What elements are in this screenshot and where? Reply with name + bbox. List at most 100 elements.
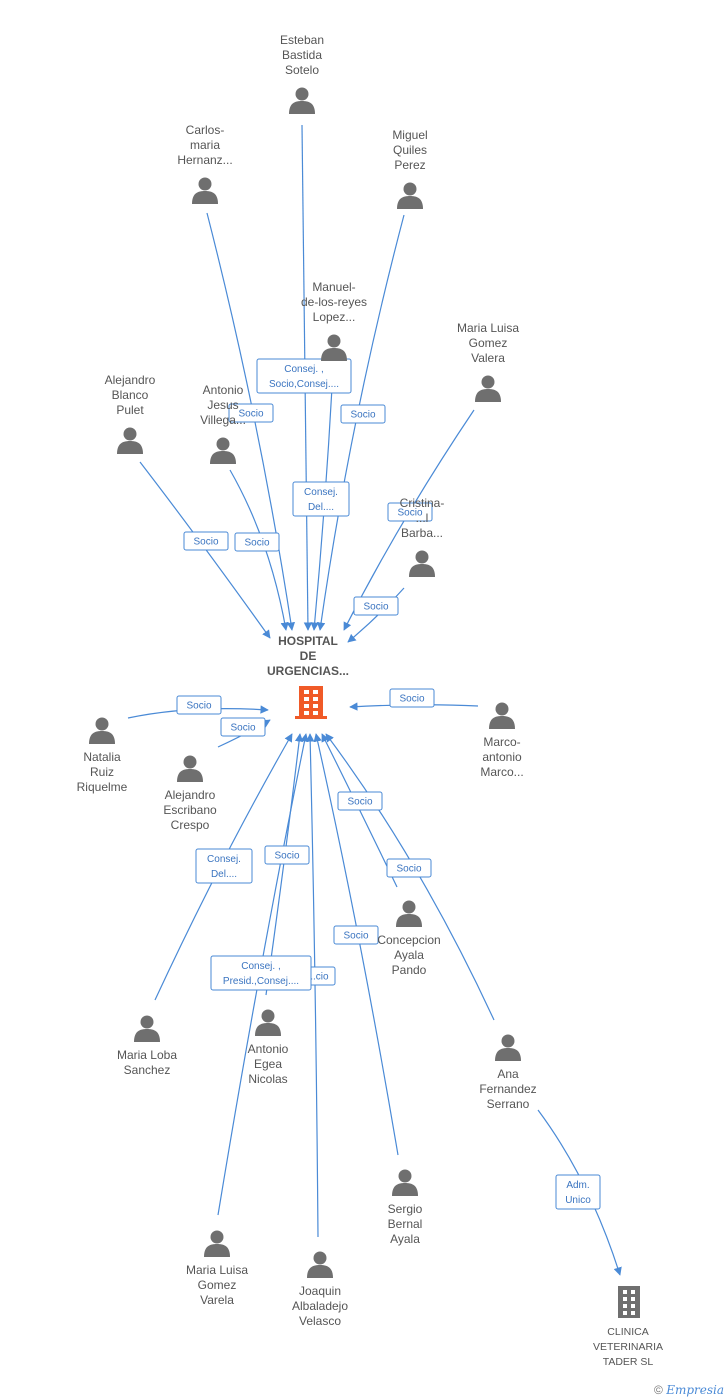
label-line: ...l xyxy=(416,511,429,525)
person-icon[interactable] xyxy=(177,755,203,783)
relation-badge[interactable]: Adm.Unico xyxy=(555,1174,601,1210)
badge-line: ...cio xyxy=(307,972,329,983)
badge-line: Socio xyxy=(193,537,218,548)
person-icon[interactable] xyxy=(321,334,347,362)
badge-text: Socio xyxy=(244,538,269,549)
badge-text: Socio xyxy=(363,602,388,613)
relation-badge[interactable]: Socio xyxy=(340,404,386,424)
label-line: de-los-reyes xyxy=(301,295,367,309)
badge-text: Socio xyxy=(193,537,218,548)
person-icon[interactable] xyxy=(489,702,515,730)
person-icon[interactable] xyxy=(117,427,143,455)
relation-badge[interactable]: Socio xyxy=(387,502,433,522)
relation-badge[interactable]: Socio xyxy=(333,925,379,945)
brand-logo[interactable]: Empresia xyxy=(666,1383,724,1397)
relation-badge[interactable]: Consej. ,Presid.,Consej.... xyxy=(210,955,312,991)
badge-text: Socio xyxy=(397,508,422,519)
label-line: Alejandro xyxy=(165,788,216,802)
person-icon[interactable] xyxy=(210,437,236,465)
label-line: Alejandro xyxy=(105,373,156,387)
label-line: CLINICA xyxy=(607,1326,648,1338)
person-icon[interactable] xyxy=(392,1169,418,1197)
badge-line: Del.... xyxy=(308,502,334,513)
relation-badge[interactable]: Socio xyxy=(264,845,310,865)
label-line: Villega... xyxy=(200,413,246,427)
badge-line: Socio xyxy=(396,864,421,875)
label-line: Blanco xyxy=(112,388,149,402)
person-icon[interactable] xyxy=(255,1009,281,1037)
person-icon[interactable] xyxy=(192,177,218,205)
person-icon[interactable] xyxy=(134,1015,160,1043)
relation-badge[interactable]: Consej. Del.... xyxy=(292,481,350,517)
relation-badge[interactable]: Consej.Del.... xyxy=(195,848,253,884)
label-line: Natalia xyxy=(83,750,121,764)
relation-badge[interactable]: Socio xyxy=(228,403,274,423)
label-line: Joaquin xyxy=(299,1284,341,1298)
copyright-icon: © xyxy=(654,1383,663,1397)
relation-badge[interactable]: Socio xyxy=(234,532,280,552)
label-line: Egea xyxy=(254,1057,282,1071)
relation-badge[interactable]: Socio xyxy=(220,717,266,737)
badge-line: Socio xyxy=(347,797,372,808)
building-icon[interactable] xyxy=(295,686,327,719)
badge-text: Socio xyxy=(350,410,375,421)
label-line: Bastida xyxy=(282,48,322,62)
label-line: Crespo xyxy=(171,818,210,832)
label-line: Ayala xyxy=(390,1232,420,1246)
person-icon[interactable] xyxy=(396,900,422,928)
relation-badge[interactable]: Socio xyxy=(389,688,435,708)
label-line: DE xyxy=(300,649,317,663)
relation-badge[interactable]: Socio xyxy=(337,791,383,811)
badge-line: Socio xyxy=(230,723,255,734)
label-line: maria xyxy=(190,138,220,152)
badge-text: Socio xyxy=(343,931,368,942)
badge-text: Socio xyxy=(274,851,299,862)
relation-badge[interactable]: Socio xyxy=(176,695,222,715)
person-icon[interactable] xyxy=(289,87,315,115)
relation-badge[interactable]: Socio xyxy=(183,531,229,551)
badge-line: Socio xyxy=(238,409,263,420)
company-building-icon[interactable] xyxy=(618,1286,640,1318)
label-line: Gomez xyxy=(198,1278,237,1292)
relation-badge[interactable]: Socio xyxy=(386,858,432,878)
label-line: Esteban xyxy=(280,33,324,47)
badge-line: Consej. xyxy=(304,487,338,498)
person-icon[interactable] xyxy=(409,550,435,578)
badge-text: Socio xyxy=(238,409,263,420)
label-line: Quiles xyxy=(393,143,427,157)
relation-badge[interactable]: Consej. ,Socio,Consej.... xyxy=(256,358,352,394)
badge-line: Unico xyxy=(565,1195,591,1206)
relation-badge[interactable]: Socio xyxy=(353,596,399,616)
person-icon[interactable] xyxy=(495,1034,521,1062)
badge-line: Del.... xyxy=(211,869,237,880)
label-line: Maria Luisa xyxy=(186,1263,248,1277)
label-line: Lopez... xyxy=(313,310,356,324)
person-icon[interactable] xyxy=(307,1251,333,1279)
label-line: Sergio xyxy=(388,1202,423,1216)
person-icon[interactable] xyxy=(204,1230,230,1258)
person-icon[interactable] xyxy=(475,375,501,403)
person-icon[interactable] xyxy=(89,717,115,745)
badge-line: Consej. , xyxy=(241,961,280,972)
person-icon[interactable] xyxy=(397,182,423,210)
